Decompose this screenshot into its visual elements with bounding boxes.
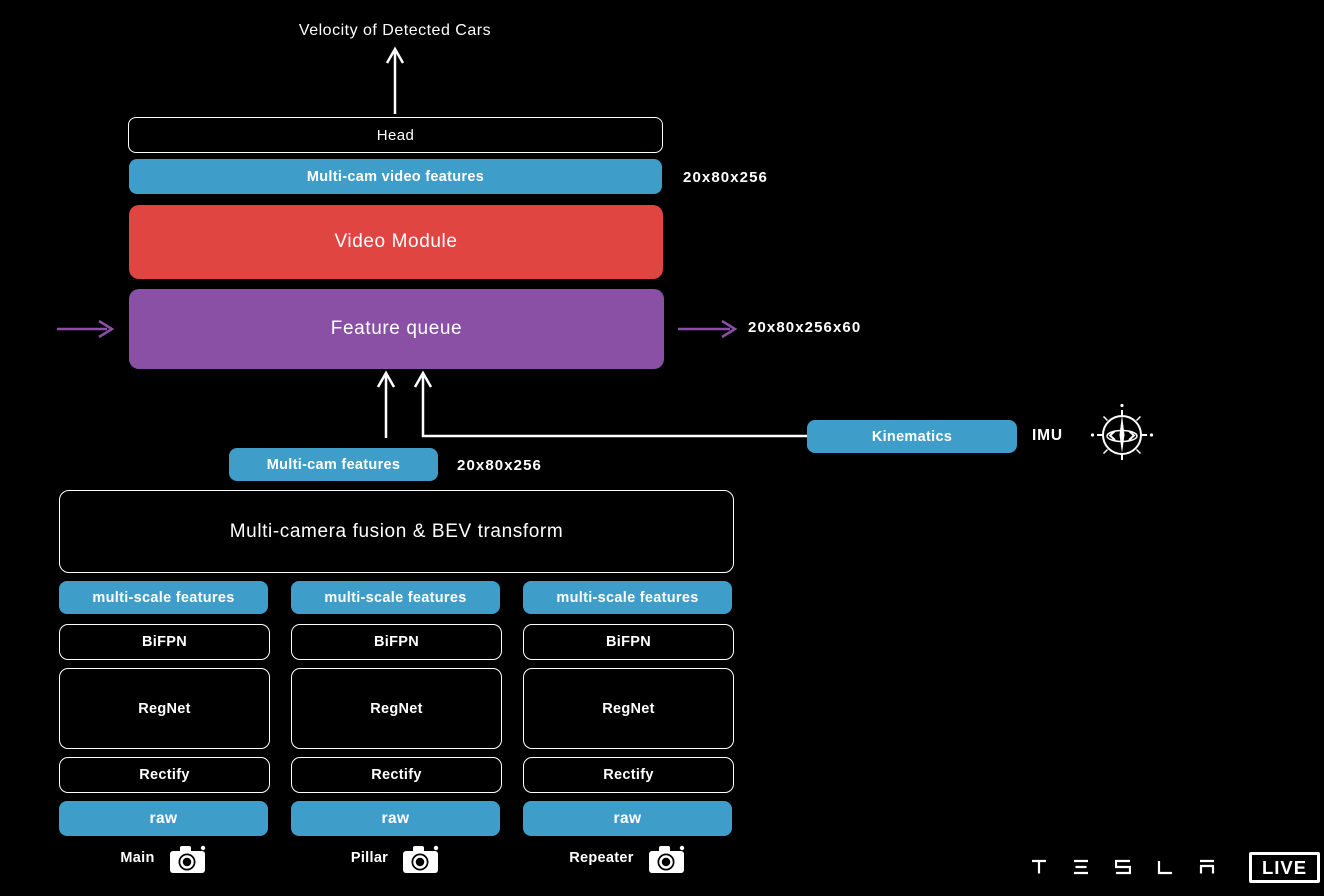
- camera-icon: [169, 845, 205, 873]
- feature-queue-box: Feature queue: [129, 289, 664, 369]
- regnet-box: RegNet: [523, 668, 734, 749]
- regnet-box: RegNet: [291, 668, 502, 749]
- tesla-letter-l-icon: [1157, 861, 1172, 875]
- rectify-box: Rectify: [59, 757, 270, 793]
- rectify-box: Rectify: [523, 757, 734, 793]
- camera-column-repeater: multi-scale features BiFPN RegNet Rectif…: [523, 580, 734, 880]
- multiscale-features-box: multi-scale features: [59, 581, 268, 614]
- arrow-head-to-output-icon: [385, 46, 405, 114]
- camera-label: Main: [120, 850, 155, 866]
- kinematics-box: Kinematics: [807, 420, 1017, 453]
- video-module-box: Video Module: [129, 205, 663, 279]
- fusion-bev-box: Multi-camera fusion & BEV transform: [59, 490, 734, 573]
- arrow-feature-queue-out-icon: [678, 319, 738, 339]
- live-badge: LIVE: [1249, 852, 1320, 883]
- camera-column-main: multi-scale features BiFPN RegNet Rectif…: [59, 580, 270, 880]
- feature-queue-output-dims: 20x80x256x60: [748, 318, 862, 336]
- regnet-box: RegNet: [59, 668, 270, 749]
- camera-icon: [403, 845, 439, 873]
- bifpn-box: BiFPN: [291, 624, 502, 660]
- tesla-logo: TESLA: [1031, 859, 1215, 875]
- camera-label: Pillar: [350, 850, 389, 866]
- camera-label: Repeater: [569, 850, 634, 866]
- imu-gyroscope-icon: [1090, 403, 1154, 460]
- multiscale-features-box: multi-scale features: [291, 581, 500, 614]
- multicam-features-box: Multi-cam features: [229, 448, 438, 481]
- camera-icon: [648, 845, 684, 873]
- tesla-letter-a-icon: [1199, 859, 1215, 874]
- arrow-feature-queue-in-icon: [57, 319, 115, 339]
- head-box: Head: [128, 117, 663, 153]
- raw-box: raw: [523, 801, 732, 836]
- bifpn-box: BiFPN: [523, 624, 734, 660]
- multiscale-features-box: multi-scale features: [523, 581, 732, 614]
- multicam-video-features-box: Multi-cam video features: [129, 159, 662, 194]
- arrow-kinematics-elbow-icon: [413, 370, 807, 438]
- raw-box: raw: [59, 801, 268, 836]
- rectify-box: Rectify: [291, 757, 502, 793]
- tesla-letter-e-icon: [1074, 859, 1088, 875]
- imu-label: IMU: [1032, 427, 1063, 444]
- arrow-multicam-features-up-icon: [376, 370, 396, 438]
- multicam-video-features-dims: 20x80x256: [683, 168, 768, 186]
- output-label: Velocity of Detected Cars: [298, 22, 492, 39]
- tesla-letter-s-icon: [1115, 859, 1131, 875]
- bifpn-box: BiFPN: [59, 624, 270, 660]
- camera-column-pillar: multi-scale features BiFPN RegNet Rectif…: [291, 580, 502, 880]
- multicam-features-dims: 20x80x256: [457, 456, 542, 474]
- raw-box: raw: [291, 801, 500, 836]
- tesla-letter-t-icon: [1032, 859, 1046, 874]
